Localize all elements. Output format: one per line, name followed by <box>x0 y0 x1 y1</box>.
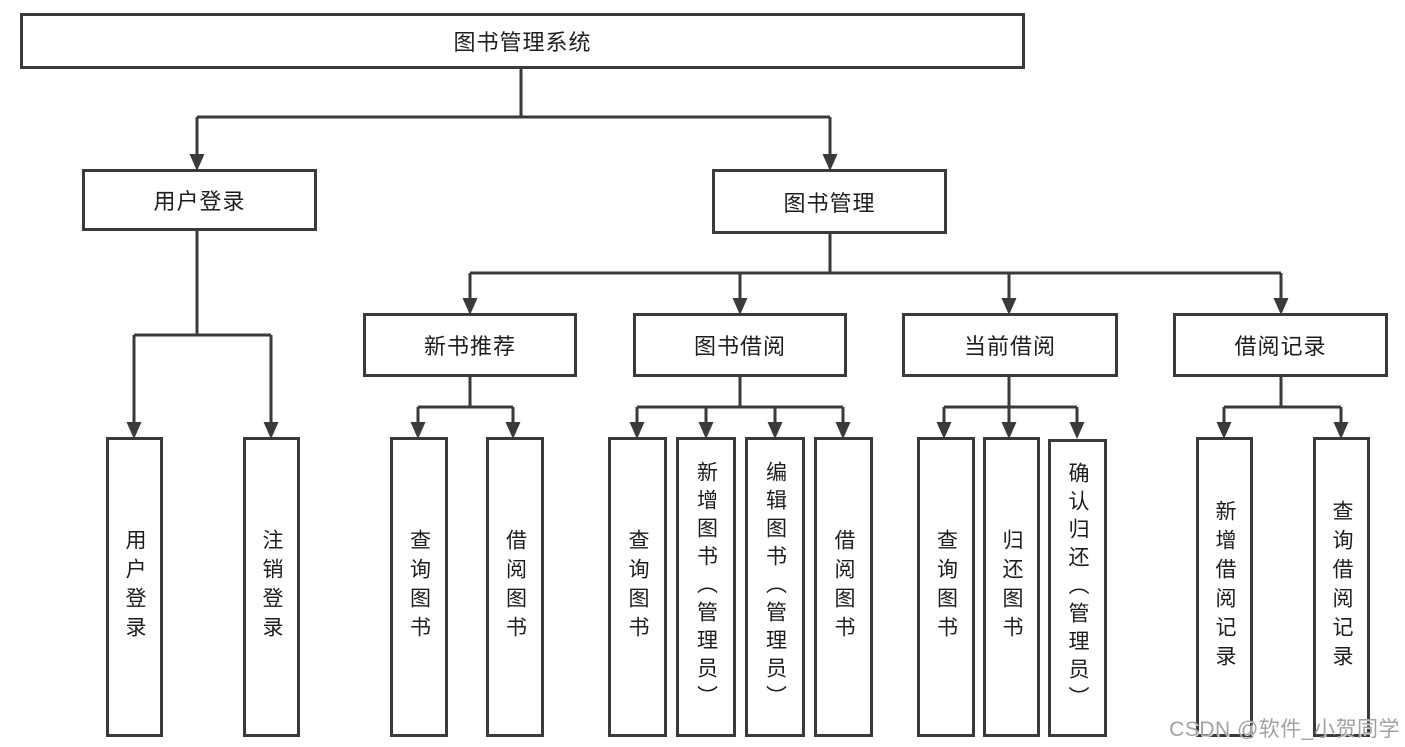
node-label: 用户登录 <box>123 529 146 645</box>
node-label: 当前借阅 <box>963 334 1056 359</box>
connector-root <box>195 69 832 156</box>
node-label: 查询图书 <box>626 529 649 645</box>
node-label: 图书管理 <box>783 190 876 216</box>
node-label: 归还图书 <box>1000 529 1023 645</box>
node-book-management-system: 图书管理系统 <box>20 13 1025 69</box>
arrowhead <box>629 422 645 439</box>
arrowhead <box>410 422 426 439</box>
leaf-borrow-books: 借阅图书 <box>814 437 873 737</box>
arrowhead <box>1216 422 1232 439</box>
node-borrow-records: 借阅记录 <box>1173 313 1388 377</box>
leaf-borrow-books-recommend: 借阅图书 <box>486 437 544 737</box>
node-label: 借阅记录 <box>1234 334 1327 359</box>
leaf-user-login: 用户登录 <box>106 437 163 737</box>
arrowhead <box>1001 422 1017 439</box>
node-label: 图书管理系统 <box>453 30 592 55</box>
node-label: 查询借阅记录 <box>1330 500 1353 674</box>
connector-new-book <box>416 377 515 424</box>
node-label: 注销登录 <box>260 529 283 645</box>
arrowhead <box>1333 422 1349 439</box>
node-user-login: 用户登录 <box>82 169 317 231</box>
node-new-book-recommend: 新书推荐 <box>363 313 577 377</box>
leaf-query-books-current: 查询图书 <box>917 437 975 737</box>
arrowhead <box>698 422 714 439</box>
node-label: 查询图书 <box>407 529 431 645</box>
node-label: 图书借阅 <box>693 334 786 359</box>
leaf-query-borrow-record: 查询借阅记录 <box>1313 437 1370 737</box>
arrowhead <box>189 154 205 171</box>
connector-book-borrow <box>635 377 845 424</box>
node-book-management: 图书管理 <box>712 169 947 234</box>
leaf-confirm-return-admin: 确认归还（管理员） <box>1048 439 1107 737</box>
arrowhead <box>835 422 851 439</box>
leaf-edit-book-admin: 编辑图书（管理员） <box>745 437 805 737</box>
node-label: 用户登录 <box>153 189 246 214</box>
arrowhead <box>263 422 279 439</box>
node-label: 新增借阅记录 <box>1213 500 1236 674</box>
node-label: 新书推荐 <box>423 334 516 359</box>
node-label: 查询图书 <box>934 529 958 645</box>
leaf-add-borrow-record: 新增借阅记录 <box>1196 437 1253 737</box>
connector-user-login <box>132 231 273 424</box>
arrowhead <box>1001 298 1017 315</box>
arrowhead <box>505 422 521 439</box>
node-label: 新增图书（管理员） <box>694 461 718 713</box>
node-label: 编辑图书（管理员） <box>763 461 787 713</box>
connector-borrow-record <box>1222 377 1343 424</box>
arrowhead <box>732 298 748 315</box>
arrowhead <box>1273 298 1289 315</box>
arrowhead <box>462 298 478 315</box>
connector-current-borrow <box>942 377 1079 424</box>
leaf-logout: 注销登录 <box>243 437 300 737</box>
arrowhead <box>822 154 838 171</box>
arrowhead <box>126 422 142 439</box>
leaf-add-book-admin: 新增图书（管理员） <box>676 437 736 737</box>
node-book-borrow: 图书借阅 <box>633 313 847 377</box>
node-label: 借阅图书 <box>832 529 855 645</box>
connector-book-management <box>468 234 1283 300</box>
arrowhead <box>936 422 952 439</box>
node-current-borrow: 当前借阅 <box>902 313 1118 377</box>
arrowheads <box>126 154 1349 439</box>
node-label: 借阅图书 <box>503 529 527 645</box>
node-label: 确认归还（管理员） <box>1066 462 1089 714</box>
leaf-return-book: 归还图书 <box>983 437 1040 737</box>
watermark: CSDN @软件_小贺同学 <box>1169 718 1400 741</box>
arrowhead <box>1069 422 1085 439</box>
leaf-query-books-recommend: 查询图书 <box>390 437 448 737</box>
arrowhead <box>767 422 783 439</box>
leaf-query-books-borrow: 查询图书 <box>608 437 667 737</box>
